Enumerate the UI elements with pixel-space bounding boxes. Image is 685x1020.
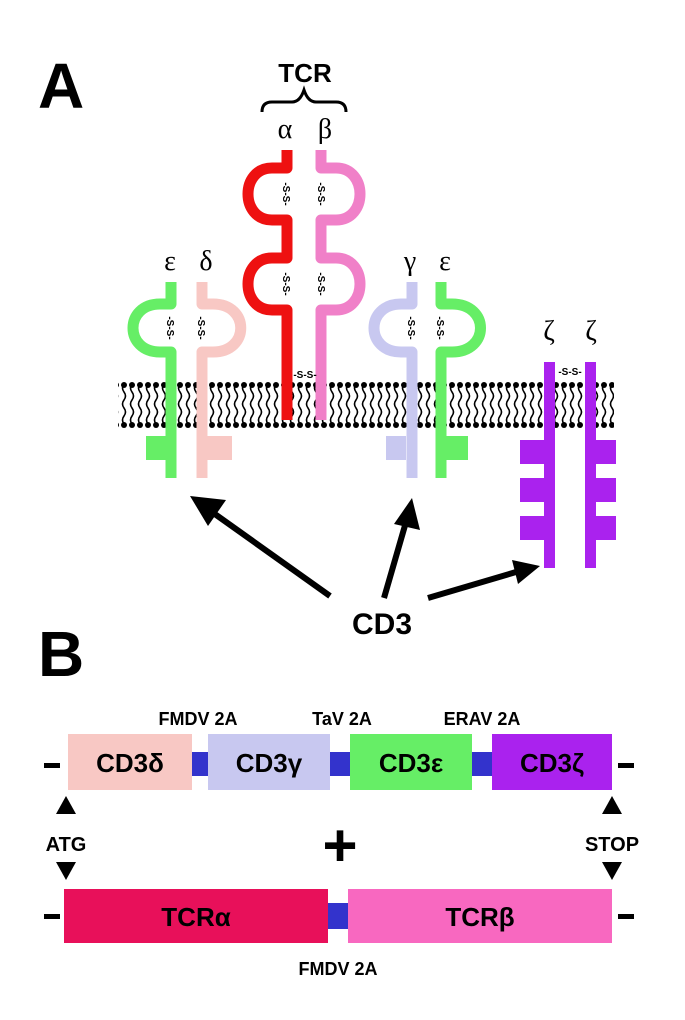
disulfide-tcr-beta-1: -S-S- [315, 182, 326, 205]
cd3-zeta-left-chain [544, 362, 555, 568]
cd3-delta-itam [206, 436, 232, 460]
cd3-epsilon-left-itam [146, 436, 166, 460]
cd3-gamma-text: CD3γ [236, 748, 303, 778]
linker-box-2 [330, 752, 350, 776]
disulfide-delta: -S-S- [195, 316, 206, 339]
atg-up-arrow [56, 796, 76, 814]
cd3-gamma-itam [386, 436, 406, 460]
cd3-zeta-right-itams [594, 440, 616, 540]
cd3-delta-chain [196, 282, 247, 478]
construct-cd3-right-dash [618, 763, 634, 768]
tcr-label: TCR [278, 58, 332, 88]
stop-up-arrow [602, 796, 622, 814]
cd3-gamma-box [208, 734, 330, 790]
delta-symbol: δ [199, 246, 212, 277]
disulfide-tcr-alpha-1: -S-S- [280, 182, 291, 205]
stop-down-arrow [602, 862, 622, 880]
disulfide-gamma: -S-S- [405, 316, 416, 339]
cd3-zeta-left-itams [520, 440, 546, 540]
construct-cd3-left-dash [44, 763, 60, 768]
tcr-construct: TCRα TCRβ [44, 889, 634, 943]
tcr-brace [260, 85, 348, 113]
cd3-epsilon-right-itam [446, 436, 468, 460]
panel-a-label: A [38, 50, 84, 122]
disulfide-zeta: -S-S- [558, 367, 581, 378]
cd3-gamma-chain [368, 282, 418, 478]
disulfide-tcr-alpha-2: -S-S- [280, 272, 291, 295]
panel-b-label: B [38, 618, 84, 690]
cd3-zeta-text: CD3ζ [520, 748, 584, 778]
cd3-delta-box [68, 734, 192, 790]
zeta-left-symbol: ζ [543, 316, 555, 347]
linker-label-fmdv: FMDV 2A [158, 709, 237, 729]
gamma-symbol: γ [403, 246, 416, 277]
tcr-beta-box [348, 889, 612, 943]
cd3-epsilon-box [350, 734, 472, 790]
epsilon-right-symbol: ε [439, 246, 451, 277]
cd3-arrows [190, 496, 540, 601]
tcr-alpha-box [64, 889, 328, 943]
membrane-bilayer [118, 382, 614, 428]
construct-tcr-right-dash [618, 914, 634, 919]
cd3-epsilon-right-chain [435, 282, 486, 478]
cd3-zeta-right-chain [585, 362, 596, 568]
cd3-zeta-box [492, 734, 612, 790]
cd3-delta-text: CD3δ [96, 748, 164, 778]
linker-box-tcr [328, 903, 348, 929]
cd3-epsilon-left-chain [127, 282, 177, 478]
tcr-alpha-chain [242, 150, 293, 420]
linker-box-3 [472, 752, 492, 776]
tcr-beta-symbol: β [318, 114, 332, 145]
tcr-beta-chain [315, 150, 366, 420]
tcr-beta-text: TCRβ [445, 902, 514, 932]
atg-label: ATG [46, 834, 87, 856]
tcr-alpha-text: TCRα [161, 902, 230, 932]
disulfide-epsilon-left: -S-S- [164, 316, 175, 339]
cd3-construct: CD3δ CD3γ CD3ε CD3ζ [44, 734, 634, 790]
disulfide-tcr-beta-2: -S-S- [315, 272, 326, 295]
linker-label-erav: ERAV 2A [444, 709, 521, 729]
linker-label-tav: TaV 2A [312, 709, 372, 729]
epsilon-left-symbol: ε [164, 246, 176, 277]
cd3-epsilon-text: CD3ε [379, 748, 443, 778]
tcr-alpha-symbol: α [278, 114, 293, 145]
stop-label: STOP [585, 834, 639, 856]
linker-box-1 [192, 752, 208, 776]
linker-label-bottom-fmdv: FMDV 2A [298, 959, 377, 979]
disulfide-tcr-interchain: -S-S- [293, 370, 316, 381]
atg-down-arrow [56, 862, 76, 880]
zeta-right-symbol: ζ [585, 316, 597, 347]
construct-tcr-left-dash [44, 914, 60, 919]
plus-sign: + [322, 812, 357, 879]
disulfide-epsilon-right: -S-S- [434, 316, 445, 339]
cd3-label: CD3 [352, 608, 412, 641]
